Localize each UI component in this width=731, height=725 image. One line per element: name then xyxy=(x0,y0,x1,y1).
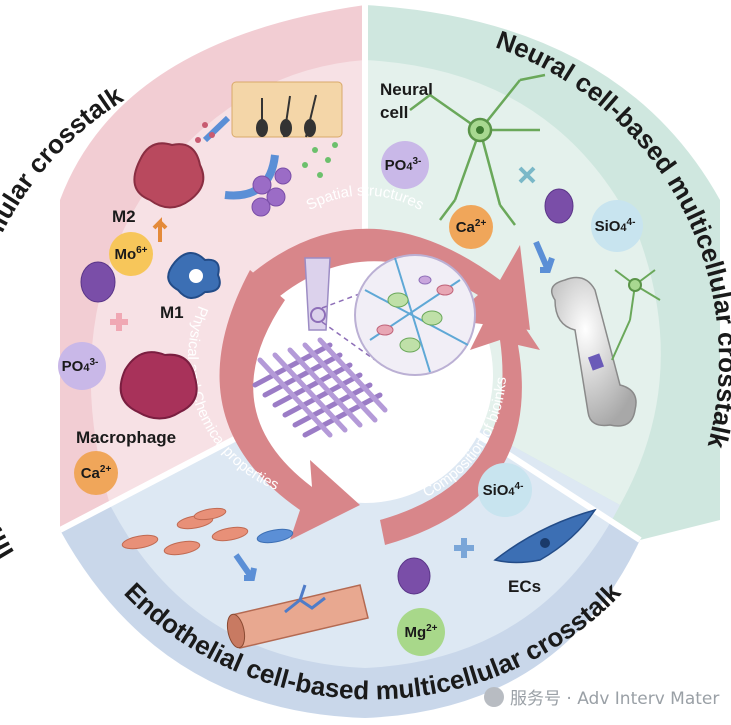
blood-vessel-icon xyxy=(226,584,369,649)
arrow-composition-bioinks xyxy=(380,290,540,545)
green-particles xyxy=(302,142,338,178)
svg-text:Mg2+: Mg2+ xyxy=(404,623,437,641)
m2-arrow-icon xyxy=(152,217,168,242)
spindle-cells-icon xyxy=(121,507,249,556)
svg-text:Mo6+: Mo6+ xyxy=(114,245,147,263)
svg-text:Ca2+: Ca2+ xyxy=(81,464,112,482)
magnified-cell-network xyxy=(354,254,476,376)
arrow-spatial-structures xyxy=(250,228,530,330)
ion-mg-icon: Mg2+ xyxy=(397,608,445,656)
ecs-label: ECs xyxy=(508,577,541,596)
m1-label: M1 xyxy=(160,303,184,322)
watermark: 服务号 · Adv Interv Mater xyxy=(484,684,719,709)
bone-icon xyxy=(550,276,637,427)
neural-cell-label-line1: Neural xyxy=(380,80,433,99)
watermark-text: 服务号 · Adv Interv Mater xyxy=(510,689,720,709)
zoom-line-bottom xyxy=(321,321,376,361)
purple-cell-icon xyxy=(80,261,116,303)
macrophage-label: Macrophage xyxy=(76,428,176,447)
neural-cell-label-line2: cell xyxy=(380,103,408,122)
hair-follicle-tissue xyxy=(231,81,343,138)
svg-text:SiO44-: SiO44- xyxy=(483,481,524,499)
printed-scaffold-lattice xyxy=(252,337,388,438)
purple-cell-cluster-icon xyxy=(251,167,292,217)
svg-text:PO43-: PO43- xyxy=(62,357,99,375)
blue-arrow-icon xyxy=(233,553,257,581)
svg-text:PO43-: PO43- xyxy=(385,156,422,174)
m2-macrophage-icon xyxy=(133,142,205,209)
wechat-icon xyxy=(484,687,504,707)
endo-purple-cell-icon xyxy=(397,557,431,595)
arrow-to-tissue-icon xyxy=(202,115,231,143)
ion-ca-immune-icon: Ca2+ xyxy=(74,451,118,495)
neuron-icon xyxy=(409,73,546,226)
neural-purple-cell-icon xyxy=(544,188,574,224)
arrow-physical-chemical xyxy=(219,270,360,540)
small-neuron-icon xyxy=(611,269,661,361)
ion-po4-neural-icon: PO43- xyxy=(381,141,429,189)
svg-text:Ca2+: Ca2+ xyxy=(456,218,487,236)
plus-icon-endo xyxy=(454,538,474,558)
endothelial-nucleus-icon xyxy=(540,538,550,548)
down-arrow-icon xyxy=(533,240,555,273)
plus-icon xyxy=(110,313,128,331)
ion-mo6-icon: Mo6+ xyxy=(109,232,153,276)
m2-label: M2 xyxy=(112,207,136,226)
blue-spindle-cell-icon xyxy=(256,528,294,544)
svg-text:SiO44-: SiO44- xyxy=(595,217,636,235)
m1-macrophage-icon xyxy=(167,252,221,299)
red-particles xyxy=(195,122,215,143)
macrophage-icon xyxy=(119,351,198,420)
ion-ca-neural-icon: Ca2+ xyxy=(449,205,493,249)
bioprinter-nozzle xyxy=(304,257,331,331)
endothelial-cell-icon xyxy=(493,508,597,564)
ion-po4-immune-icon: PO43- xyxy=(58,342,106,390)
ion-sio4-endo-icon: SiO44- xyxy=(478,463,532,517)
cross-icon xyxy=(518,166,536,184)
ion-sio4-neural-icon: SiO44- xyxy=(591,200,643,252)
